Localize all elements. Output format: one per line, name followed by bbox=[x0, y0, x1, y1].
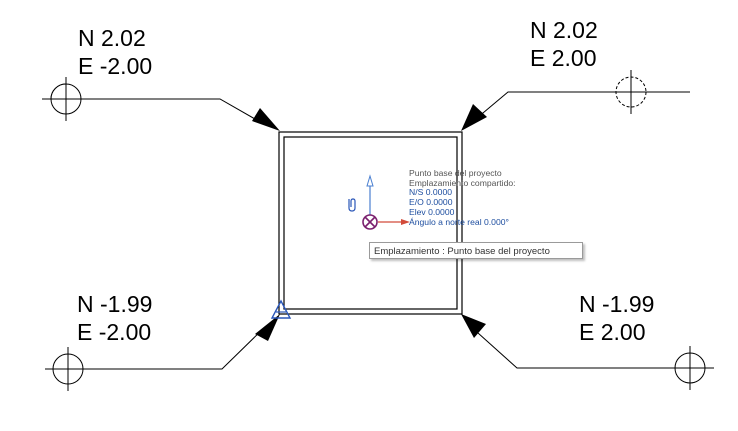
coordinate-label-bottom-right: N -1.99 E 2.00 bbox=[579, 290, 654, 346]
northing-value: N -1.99 bbox=[579, 291, 655, 317]
leader-arrow-top-right bbox=[461, 104, 487, 131]
easting-value: E 2.00 bbox=[579, 319, 646, 345]
spot-coordinate-marker-icon[interactable] bbox=[45, 347, 90, 391]
wall-square[interactable] bbox=[278, 131, 463, 315]
leader-arrow-bottom-left bbox=[255, 314, 280, 341]
eo-value[interactable]: E/O 0.0000 bbox=[409, 197, 453, 208]
true-north-angle[interactable]: Ángulo a norte real 0.000° bbox=[409, 216, 509, 227]
leader-top-right bbox=[476, 91, 690, 119]
spot-coordinate-marker-icon[interactable] bbox=[42, 77, 88, 121]
clip-icon[interactable] bbox=[348, 198, 356, 212]
project-base-point-icon[interactable] bbox=[362, 174, 410, 230]
easting-value: E -2.00 bbox=[77, 319, 152, 345]
leader-arrow-top-left bbox=[252, 108, 280, 131]
easting-value: E 2.00 bbox=[530, 45, 597, 71]
leader-top-left bbox=[42, 98, 263, 124]
leader-bottom-left bbox=[45, 325, 267, 370]
base-point-subtitle: Emplazamiento compartido: bbox=[409, 177, 516, 188]
coordinate-label-top-right: N 2.02 E 2.00 bbox=[530, 16, 598, 72]
easting-value: E -2.00 bbox=[78, 53, 153, 79]
spot-coordinate-marker-icon[interactable] bbox=[668, 346, 714, 390]
northing-value: N 2.02 bbox=[530, 17, 598, 43]
ns-value[interactable]: N/S 0.0000 bbox=[409, 187, 452, 198]
northing-value: N 2.02 bbox=[78, 25, 146, 51]
elev-value[interactable]: Elev 0.0000 bbox=[409, 206, 455, 217]
leader-bottom-right bbox=[477, 332, 712, 369]
coordinate-label-top-left: N 2.02 E -2.00 bbox=[78, 24, 152, 80]
survey-point-icon[interactable] bbox=[270, 299, 292, 319]
spot-coordinate-marker-icon[interactable] bbox=[613, 70, 689, 114]
base-point-title: Punto base del proyecto bbox=[409, 168, 502, 178]
leader-arrow-bottom-right bbox=[461, 314, 486, 338]
coordinate-label-bottom-left: N -1.99 E -2.00 bbox=[77, 290, 152, 346]
tooltip: Emplazamiento : Punto base del proyecto bbox=[369, 242, 583, 259]
northing-value: N -1.99 bbox=[77, 291, 153, 317]
base-point-info: Punto base del proyecto Emplazamiento co… bbox=[409, 168, 516, 227]
